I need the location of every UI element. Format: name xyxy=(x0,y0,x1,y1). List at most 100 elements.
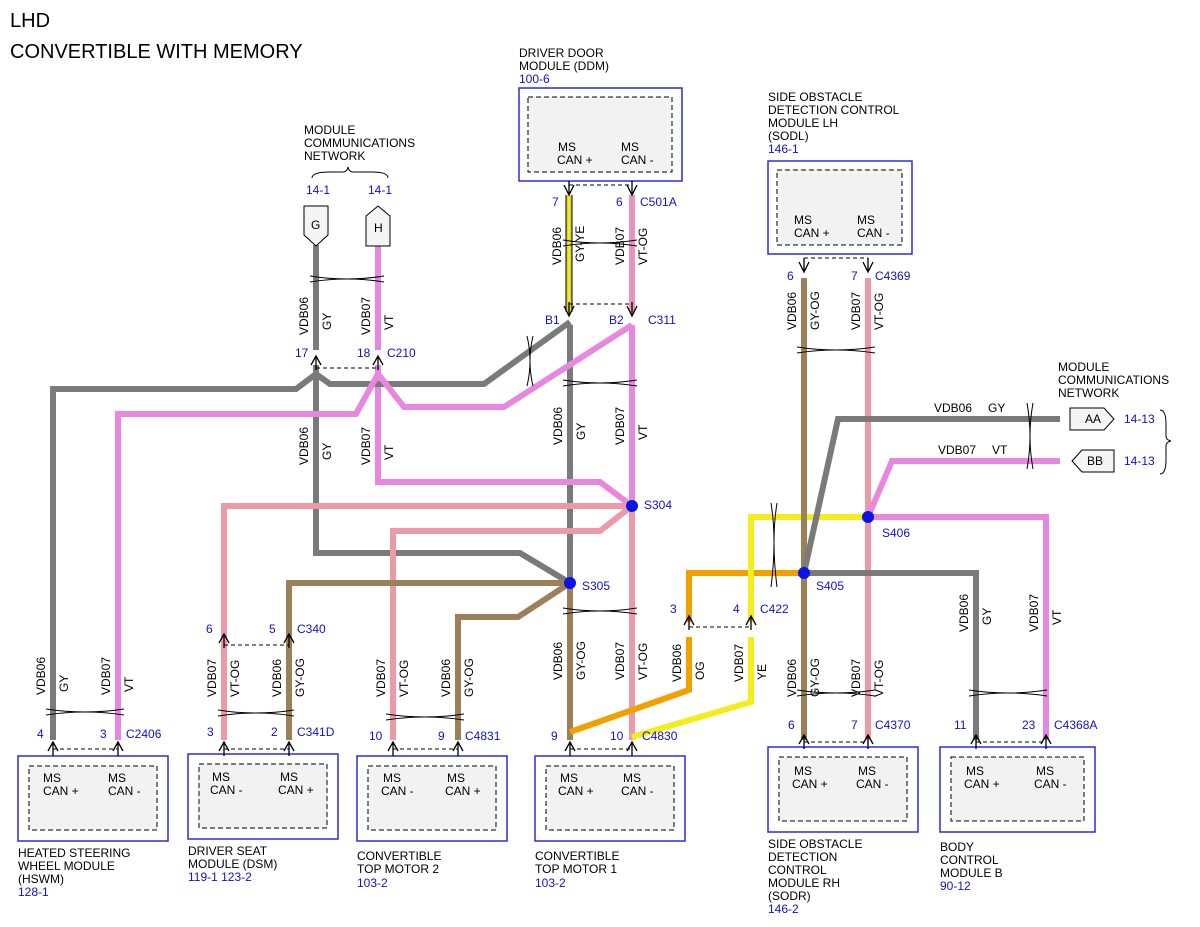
wire-label-aa-vdb06: VDB06 xyxy=(934,401,972,415)
module-ctm1[interactable]: MS CAN + MS CAN - xyxy=(534,755,686,842)
flag-bb[interactable]: BB xyxy=(1071,449,1115,473)
ddm-ref[interactable]: 100-6 xyxy=(519,72,550,86)
flag-aa[interactable]: AA xyxy=(1069,407,1115,431)
pin-number: 6 xyxy=(616,195,623,209)
flag-g-label: G xyxy=(311,218,320,232)
sodr-inner xyxy=(778,756,908,822)
splice-s406[interactable] xyxy=(862,511,874,523)
ctm1-pin2-line1: MS xyxy=(623,771,641,785)
wire-label: VDB07 xyxy=(374,659,388,697)
wire-label: VDB06 xyxy=(551,407,565,445)
wire-label: VDB07 xyxy=(359,297,373,335)
conn-c4370[interactable]: C4370 xyxy=(875,718,911,732)
net-ref-bb[interactable]: 14-13 xyxy=(1124,454,1155,468)
module-dsm[interactable]: MS CAN - MS CAN + xyxy=(187,753,339,840)
flag-g[interactable]: G xyxy=(303,205,329,247)
splice-s305[interactable] xyxy=(564,577,576,589)
title-lhd: LHD xyxy=(10,10,50,32)
wire-bb-vt xyxy=(865,458,1060,519)
wire-label: GY xyxy=(320,313,334,330)
wire-s304-ctm2 xyxy=(390,503,634,740)
wire-label: VDB07 xyxy=(205,659,219,697)
ctm1-pin1-line2: CAN + xyxy=(558,784,594,798)
module-hswm[interactable]: MS CAN + MS CAN - xyxy=(17,755,169,842)
sodl-pin2-line1: MS xyxy=(857,213,875,227)
bcm-name-2: CONTROL xyxy=(940,853,999,867)
conn-c4369[interactable]: C4369 xyxy=(875,269,911,283)
conn-c4368a[interactable]: C4368A xyxy=(1054,718,1097,732)
pin-number: 4 xyxy=(37,727,44,741)
conn-c311[interactable]: C311 xyxy=(648,313,676,327)
ctm2-pin1-line2: CAN - xyxy=(381,784,414,798)
net-left-2: COMMUNICATIONS xyxy=(304,136,415,150)
conn-c341d[interactable]: C341D xyxy=(297,725,335,739)
pin-number: 17 xyxy=(295,346,309,360)
ctm1-name-2: TOP MOTOR 1 xyxy=(535,862,617,876)
flag-h[interactable]: H xyxy=(365,205,391,247)
sodl-ref[interactable]: 146-1 xyxy=(768,142,799,156)
sodl-inner xyxy=(776,169,903,246)
splice-s304-label: S304 xyxy=(644,498,672,512)
module-ctm2[interactable]: MS CAN - MS CAN + xyxy=(356,755,508,842)
module-bcm[interactable]: MS CAN + MS CAN - xyxy=(939,746,1096,833)
wire-label: GY xyxy=(320,443,334,460)
ddm-name-2: MODULE (DDM) xyxy=(519,59,609,73)
wire-label: VDB07 xyxy=(1027,594,1041,632)
net-ref-g[interactable]: 14-1 xyxy=(306,183,330,197)
conn-c4830[interactable]: C4830 xyxy=(642,729,678,743)
net-left-1: MODULE xyxy=(304,123,355,137)
net-ref-aa[interactable]: 14-13 xyxy=(1124,412,1155,426)
hswm-name-2: WHEEL MODULE xyxy=(18,859,115,873)
sodr-pin1-line1: MS xyxy=(794,764,812,778)
pin-number: 7 xyxy=(851,718,858,732)
sodr-name-2: DETECTION xyxy=(768,850,837,864)
ctm2-ref[interactable]: 103-2 xyxy=(357,876,388,890)
wire-label: VDB06 xyxy=(785,292,799,330)
conn-c501a[interactable]: C501A xyxy=(640,195,677,209)
net-right-brace xyxy=(1159,409,1172,475)
conn-c340[interactable]: C340 xyxy=(297,622,326,636)
net-left-3: NETWORK xyxy=(304,149,365,163)
sodl-name-1: SIDE OBSTACLE xyxy=(768,90,862,104)
sodr-ref[interactable]: 146-2 xyxy=(768,902,799,916)
wire-label: VT xyxy=(382,444,396,460)
conn-c422[interactable]: C422 xyxy=(760,602,789,616)
wire-aa-gy xyxy=(801,416,1060,574)
ddm-inner xyxy=(527,96,673,173)
hswm-ref[interactable]: 128-1 xyxy=(18,885,49,899)
conn-c2406[interactable]: C2406 xyxy=(126,727,162,741)
wire-label: GY-OG xyxy=(574,641,588,680)
conn-c4831[interactable]: C4831 xyxy=(465,729,501,743)
bcm-inner xyxy=(950,756,1085,822)
pin-number: 10 xyxy=(610,729,624,743)
conn-c210[interactable]: C210 xyxy=(387,346,416,360)
dsm-ref[interactable]: 119-1 123-2 xyxy=(188,870,252,884)
pin-number: B1 xyxy=(545,313,560,327)
pin-number: 6 xyxy=(788,718,795,732)
wire-label: OG xyxy=(693,661,707,680)
wire-label: VT xyxy=(122,676,136,692)
splice-s305-label: S305 xyxy=(582,579,610,593)
wire-label: VDB06 xyxy=(439,659,453,697)
splice-s304[interactable] xyxy=(626,500,638,512)
ctm2-pin2-line1: MS xyxy=(447,771,465,785)
ddm-name-1: DRIVER DOOR xyxy=(519,46,604,60)
ctm1-ref[interactable]: 103-2 xyxy=(535,876,566,890)
wire-label: VDB07 xyxy=(359,427,373,465)
wire-label: VT-OG xyxy=(872,293,886,330)
ctm2-name-2: TOP MOTOR 2 xyxy=(357,862,439,876)
wire-label: VDB06 xyxy=(297,427,311,465)
sodl-pin1-line1: MS xyxy=(794,213,812,227)
bcm-ref[interactable]: 90-12 xyxy=(940,879,971,893)
sodr-name-1: SIDE OBSTACLE xyxy=(768,837,862,851)
splice-s405[interactable] xyxy=(798,567,810,579)
wire-label: GY xyxy=(980,608,994,625)
net-ref-h[interactable]: 14-1 xyxy=(368,183,392,197)
pin-number: 3 xyxy=(207,725,214,739)
pin-number: 10 xyxy=(369,729,383,743)
sodr-name-5: (SODR) xyxy=(768,889,811,903)
wire-label-bb-vt: VT xyxy=(992,443,1008,457)
module-sodl[interactable]: MS CAN + MS CAN - xyxy=(767,160,913,255)
module-sodr[interactable]: MS CAN + MS CAN - xyxy=(767,746,919,833)
module-ddm[interactable]: MS CAN + MS CAN - xyxy=(518,87,683,182)
